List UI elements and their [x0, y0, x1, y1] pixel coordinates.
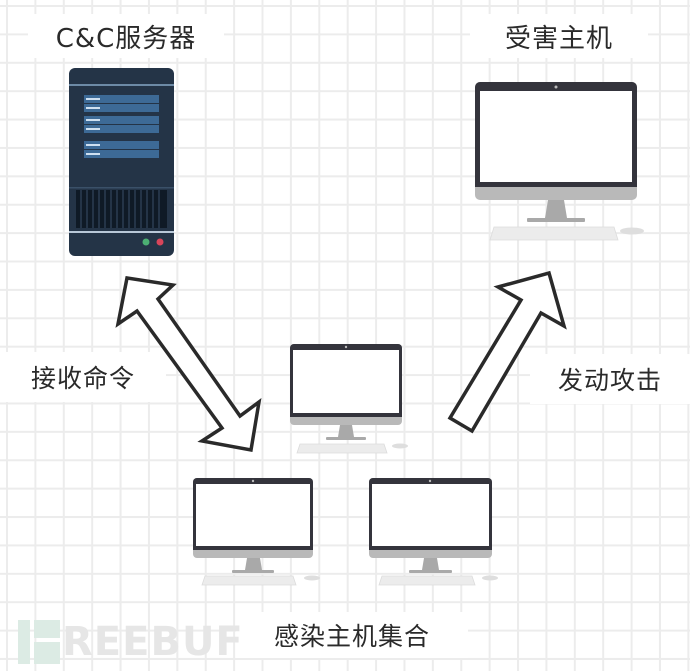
server-icon	[69, 68, 174, 256]
server-vents	[76, 190, 167, 228]
infected-monitor-3-icon	[369, 478, 498, 586]
status-led-red-icon	[156, 238, 164, 246]
watermark-text: REEBUF	[62, 619, 244, 665]
server-drive-bars	[84, 95, 159, 158]
infected-monitor-1-icon	[290, 344, 408, 454]
victim-monitor-icon	[475, 82, 644, 241]
watermark-logo-icon	[18, 620, 60, 664]
attack-arrow-icon	[447, 270, 567, 434]
launch-attack-label: 发动攻击	[530, 354, 690, 404]
status-led-green-icon	[142, 238, 150, 246]
bidirectional-arrow-icon	[115, 276, 262, 453]
victim-host-label: 受害主机	[470, 14, 648, 58]
infected-monitor-2-icon	[193, 478, 320, 586]
cnc-server-label: C&C服务器	[28, 14, 224, 58]
infected-hosts-label: 感染主机集合	[236, 612, 468, 658]
freebuf-watermark: REEBUF	[18, 620, 244, 664]
receive-command-label: 接收命令	[0, 352, 166, 402]
